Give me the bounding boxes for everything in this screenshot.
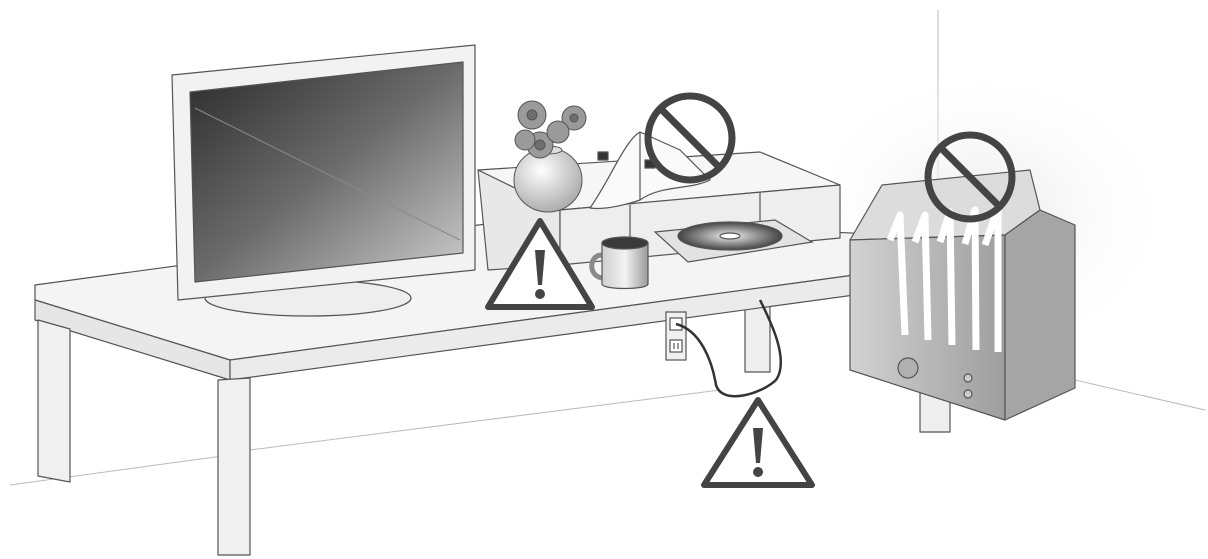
- warning-triangle-icon: [704, 400, 812, 485]
- wall-outlet: [666, 312, 686, 360]
- flower-vase: [514, 101, 586, 212]
